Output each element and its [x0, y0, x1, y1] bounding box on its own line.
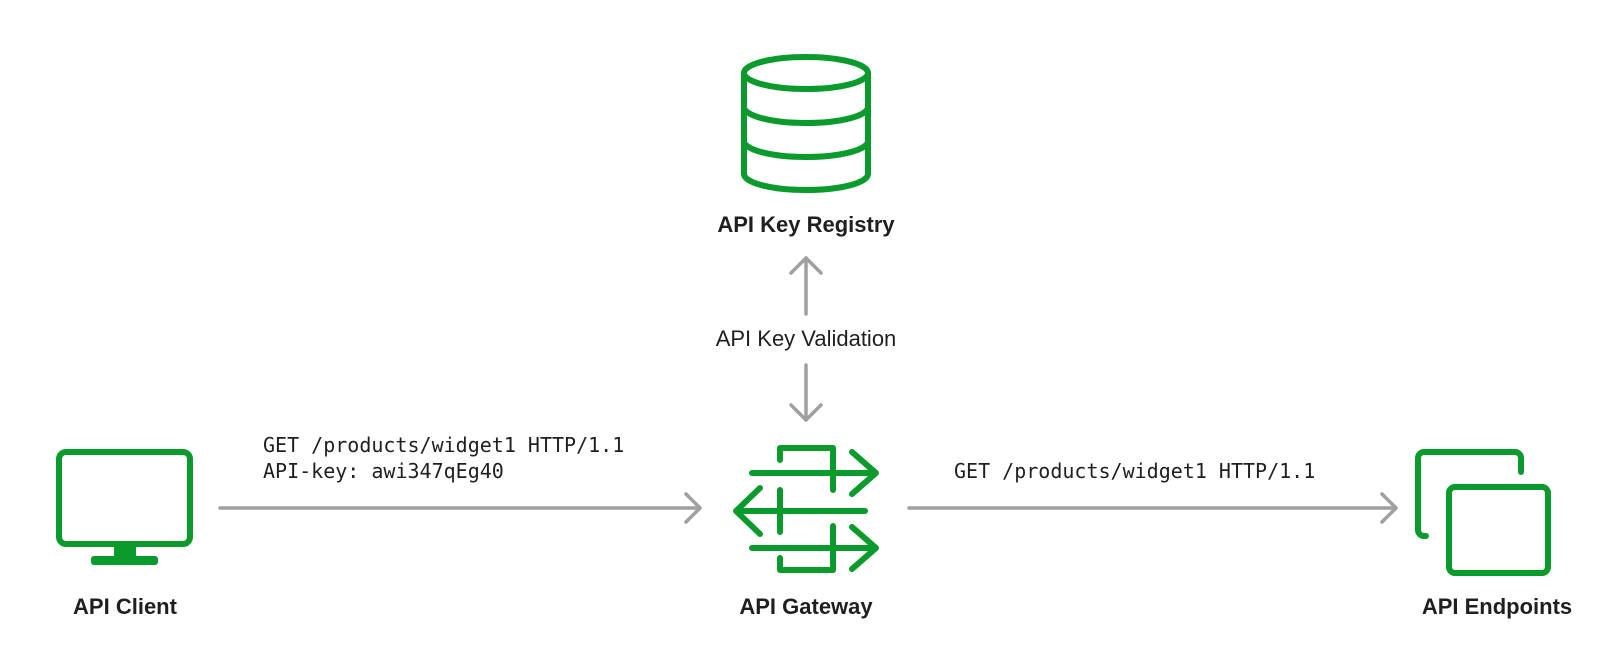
validation-up-arrow [789, 256, 823, 316]
client-to-gateway-arrow [218, 492, 702, 524]
gateway-to-endpoints-arrow [907, 492, 1398, 524]
database-icon [741, 54, 871, 193]
gateway-request-line: GET /products/widget1 HTTP/1.1 [954, 459, 1315, 483]
gateway-icon [733, 445, 879, 573]
gateway-label: API Gateway [739, 594, 873, 619]
validation-label: API Key Validation [716, 326, 897, 351]
stacked-windows-icon [1415, 449, 1551, 576]
client-header-line: API-key: awi347qEg40 [263, 459, 504, 483]
validation-down-arrow [789, 363, 823, 422]
endpoints-label: API Endpoints [1422, 594, 1572, 619]
client-label: API Client [73, 594, 178, 619]
registry-label: API Key Registry [717, 212, 895, 237]
monitor-icon [56, 449, 193, 565]
client-request-line: GET /products/widget1 HTTP/1.1 [263, 433, 624, 457]
